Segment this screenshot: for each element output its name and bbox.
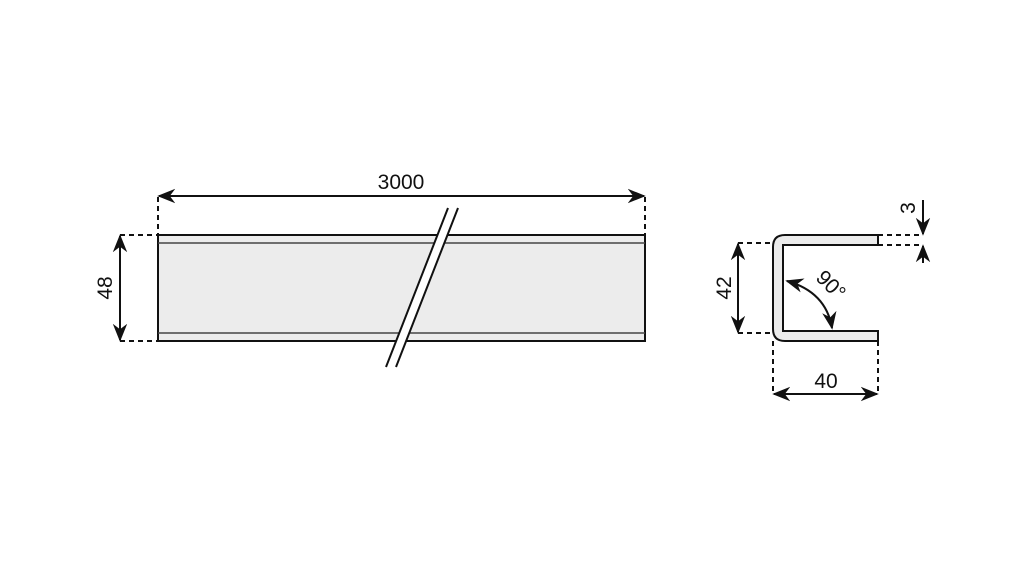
profile-body [157, 234, 646, 342]
angle-arc [785, 278, 837, 330]
break-line [385, 207, 449, 368]
profile-height-label: 42 [713, 276, 736, 299]
u-profile [772, 234, 879, 342]
width-label: 48 [94, 276, 117, 299]
width-dimension [112, 234, 158, 342]
thickness-dimension [878, 200, 931, 263]
length-dimension [157, 188, 646, 235]
thickness-label: 3 [897, 202, 920, 214]
section-view [772, 234, 879, 342]
profile-width-label: 40 [814, 370, 837, 393]
profile-width-dimension [772, 341, 879, 402]
break-gap [386, 208, 458, 367]
profile-height-dimension [730, 242, 773, 334]
front-view [157, 207, 646, 368]
length-label: 3000 [378, 171, 425, 194]
break-line [395, 207, 459, 368]
